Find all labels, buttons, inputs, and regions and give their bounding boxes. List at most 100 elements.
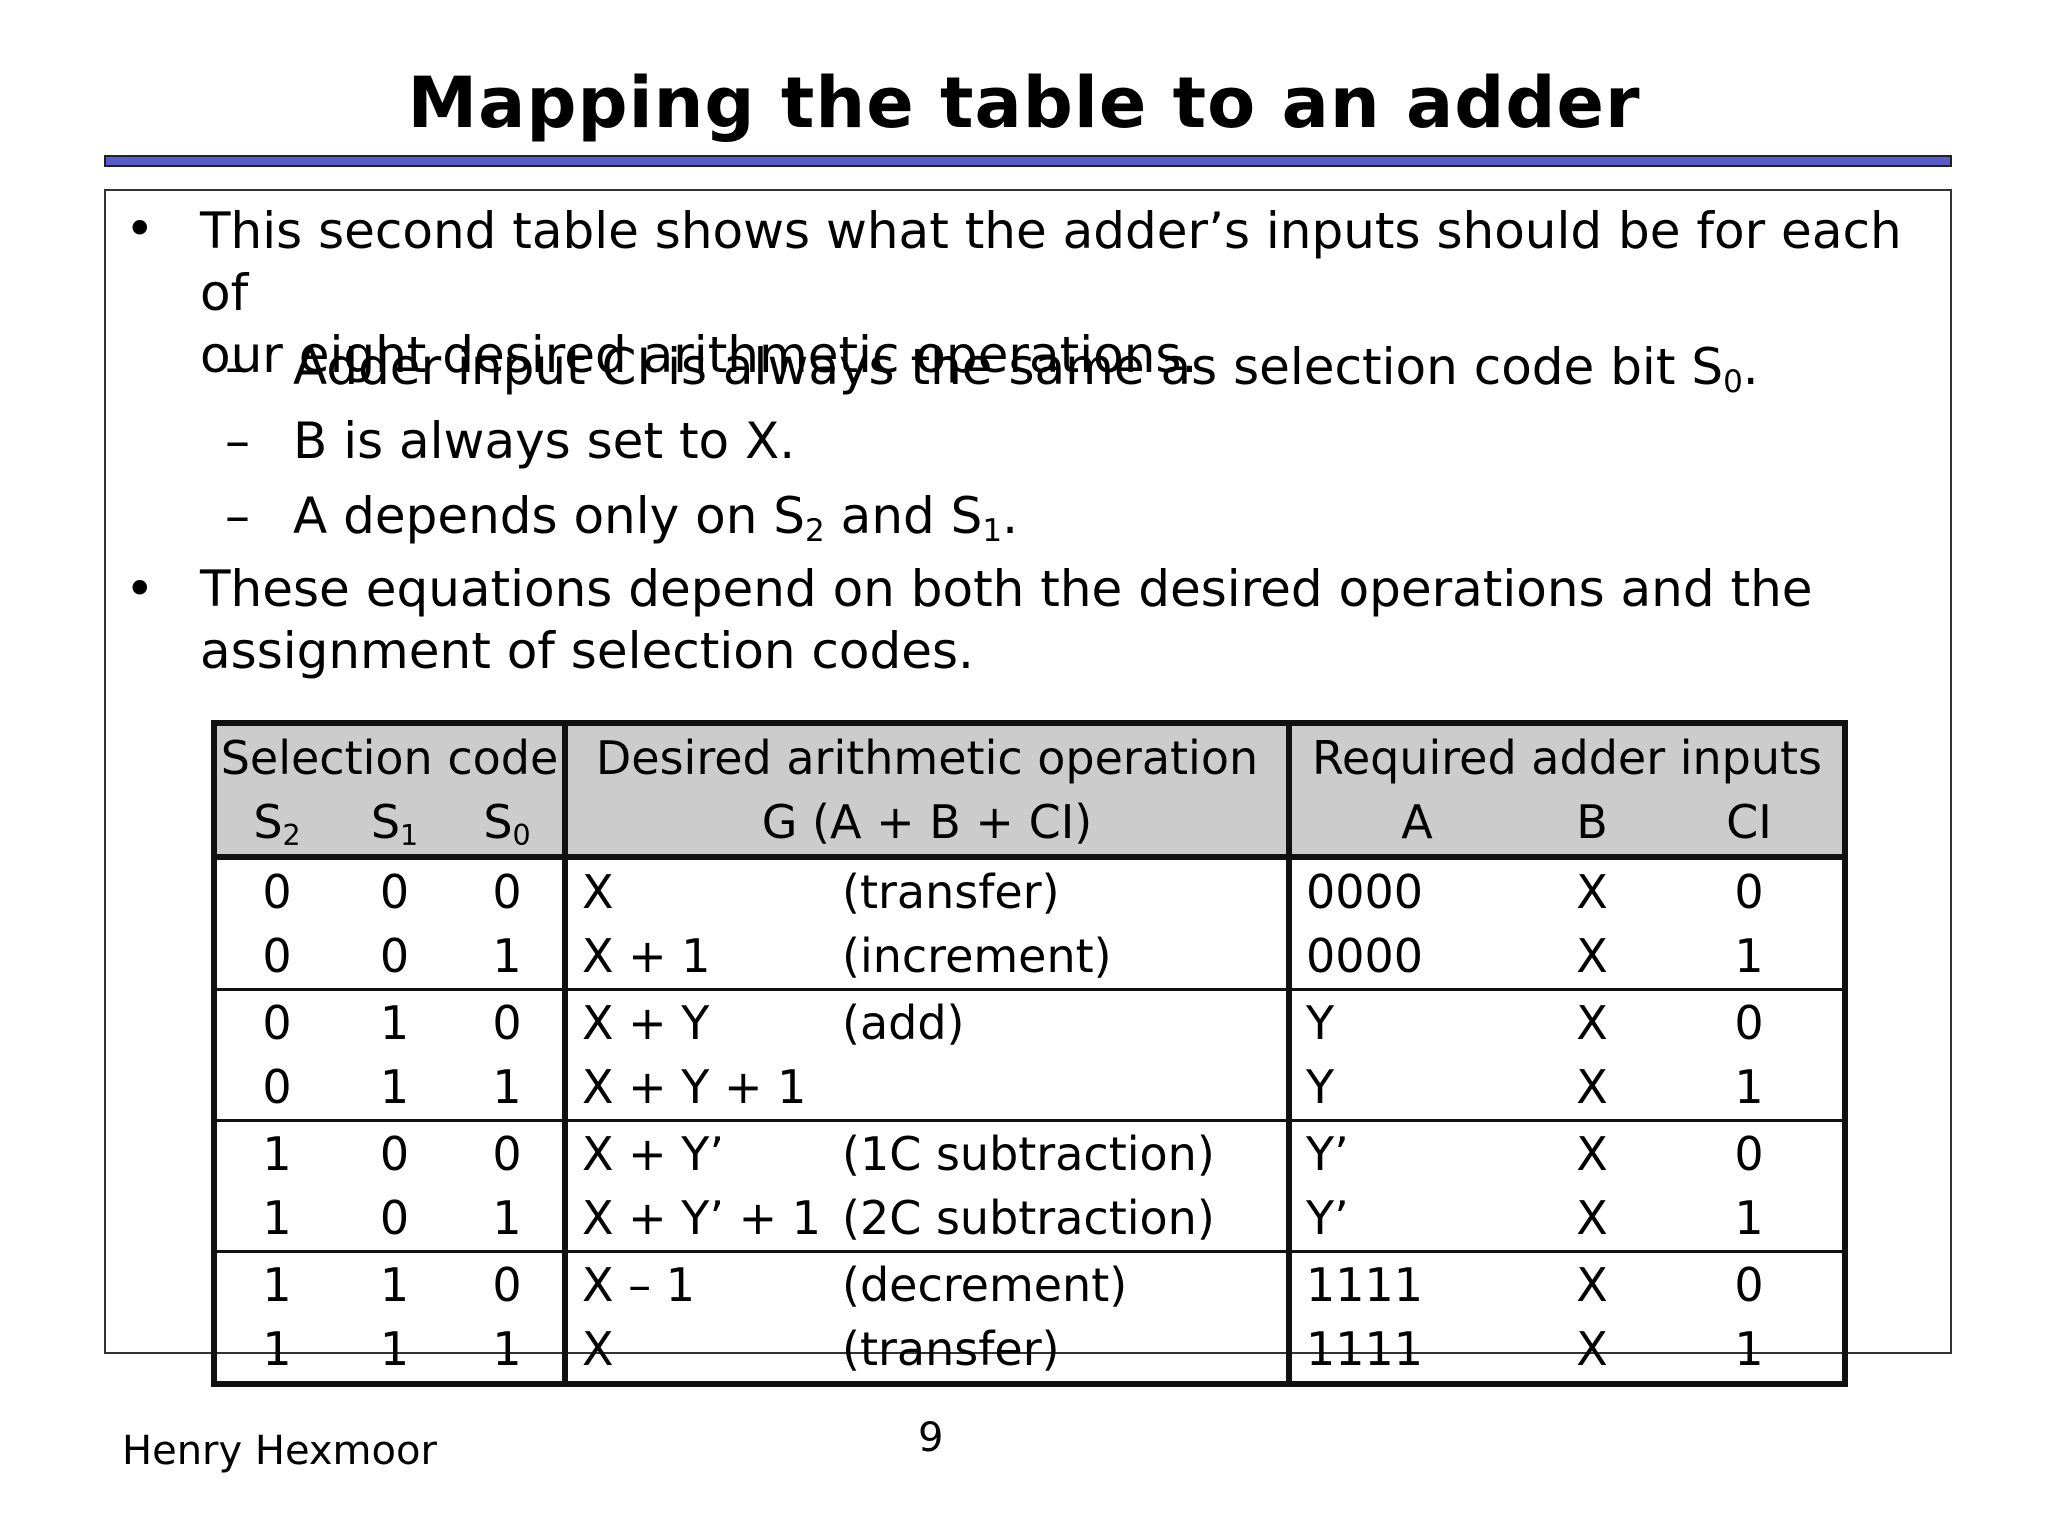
cell-ci: 0 [1734,865,1764,919]
cell-b: X [1576,1127,1608,1181]
bullet-text: This second table shows what the adder’s… [200,200,1940,386]
cell-s2: 0 [214,924,337,991]
title-rule [104,155,1952,167]
cell-note [842,1055,1292,1122]
cell-s2: 1 [214,1186,337,1253]
table-subheader-row: S2 S1 S0 G (A + B + CI) A B CI [214,790,1845,860]
adder-mapping-table: Selection code Desired arithmetic operat… [211,720,1848,1387]
subbullet-text: A depends only on S [293,487,806,545]
cell-s0: 0 [452,1251,568,1317]
bullet-marker: • [125,200,155,258]
cell-ci: 0 [1734,1258,1764,1312]
bullet-marker: • [125,560,155,618]
cell-s1: 0 [337,1186,452,1253]
header-selection-code: Selection code [214,723,568,790]
cell-a: Y’ [1289,1186,1528,1253]
subscript: 2 [805,512,825,549]
subbullet-marker: – [225,338,250,396]
cell-expression: X + 1 [565,924,842,991]
bullet-line: our eight desired arithmetic operations. [200,326,1198,384]
cell-s2: 1 [262,1127,292,1181]
cell-s2: 0 [262,996,292,1050]
header-s2: S2 [214,790,337,860]
cell-s1: 1 [379,996,410,1050]
cell-a: 1111 [1306,1322,1424,1376]
subbullet-marker: – [225,487,250,545]
bullet-text: These equations depend on both the desir… [200,558,1940,682]
cell-a: Y [1289,1055,1528,1122]
header-a: A [1289,790,1528,860]
cell-ci: 0 [1734,996,1764,1050]
cell-note: (add) [842,989,1292,1055]
subbullet-marker: – [225,412,250,470]
cell-expression: X [582,865,614,919]
cell-ci: 1 [1656,1186,1845,1253]
bullet-line: This second table shows what the adder’s… [200,202,1902,322]
header-ci: CI [1656,790,1845,860]
cell-s0: 1 [452,1317,568,1384]
bullet-line: These equations depend on both the desir… [200,560,1813,618]
cell-expression: X + Y + 1 [565,1055,842,1122]
bullet-line: assignment of selection codes. [200,622,974,680]
cell-note: (1C subtraction) [842,1120,1292,1186]
cell-expression: X – 1 [582,1258,696,1312]
cell-note: (transfer) [842,1317,1292,1384]
cell-b: X [1528,924,1656,991]
cell-expression: X + Y’ + 1 [565,1186,842,1253]
cell-a: 0000 [1289,924,1528,991]
header-desired-operation: Desired arithmetic operation [565,723,1292,790]
header-s0-base: S [483,795,513,849]
table-header-row: Selection code Desired arithmetic operat… [214,723,1845,790]
footer-author: Henry Hexmoor [122,1428,437,1474]
cell-s1: 1 [379,1258,410,1312]
cell-s1: 0 [337,924,452,991]
cell-b: X [1576,996,1608,1050]
cell-s1: 1 [337,1055,452,1122]
cell-expression: X [582,1322,614,1376]
subbullet-text: . [1742,338,1759,396]
subscript: 0 [1723,363,1743,400]
cell-s2: 1 [262,1258,292,1312]
cell-s0: 1 [452,924,568,991]
header-op-formula: G (A + B + CI) [565,790,1292,860]
cell-s0: 1 [452,1186,568,1253]
subbullet-text: . [1002,487,1019,545]
slide-title: Mapping the table to an adder [407,62,1641,144]
cell-b: X [1576,1258,1608,1312]
cell-s1: 0 [379,1127,410,1181]
cell-note: (transfer) [842,857,1292,924]
subbullet-b: B is always set to X. [293,412,796,470]
cell-s0: 0 [452,1120,568,1186]
header-s1: S1 [337,790,452,860]
header-s0: S0 [452,790,568,860]
cell-note: (decrement) [842,1251,1292,1317]
cell-b: X [1576,1322,1608,1376]
cell-b: X [1528,1186,1656,1253]
subscript: 0 [512,819,531,853]
subbullet-text: and S [824,487,983,545]
cell-s2: 1 [262,1322,292,1376]
subbullet-text: Adder input CI is always the same as sel… [293,338,1724,396]
cell-a: Y’ [1306,1127,1349,1181]
header-b: B [1528,790,1656,860]
page-number: 9 [918,1415,944,1461]
cell-s0: 0 [452,857,568,924]
subscript: 1 [400,819,419,853]
cell-b: X [1528,1055,1656,1122]
subscript: 1 [982,512,1003,549]
cell-ci: 1 [1656,1055,1845,1122]
cell-note: (increment) [842,924,1292,991]
cell-s1: 1 [379,1322,410,1376]
subbullet-ci: Adder input CI is always the same as sel… [293,336,1759,398]
cell-b: X [1576,865,1608,919]
cell-s2: 0 [262,865,292,919]
cell-a: 0000 [1306,865,1424,919]
